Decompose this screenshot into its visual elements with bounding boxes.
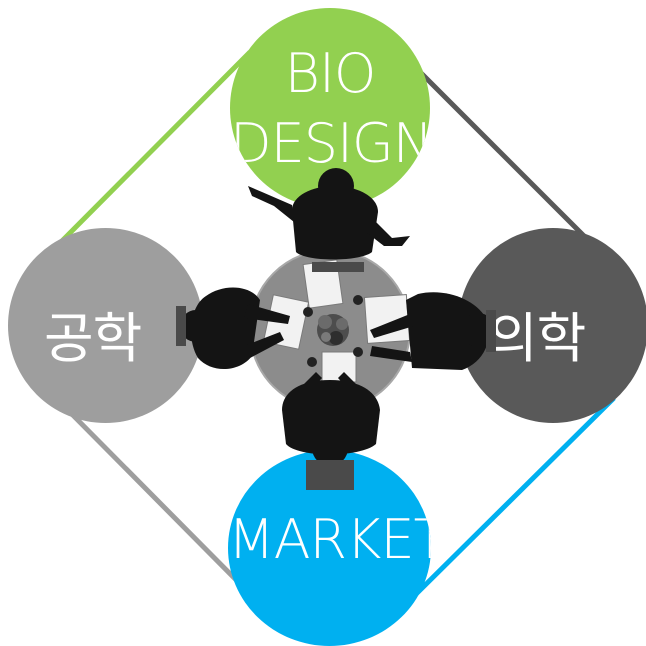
cup-icon [303, 307, 313, 317]
node-medicine-label: 의학 [488, 307, 586, 370]
node-bio-design: BIO DESIGN [230, 8, 430, 208]
node-bio-design-line1: BIO [284, 42, 377, 105]
person-left-silhouette [176, 287, 290, 370]
cup-icon [353, 295, 363, 305]
edge-bottom-left [46, 388, 264, 608]
node-engineering-label: 공학 [44, 307, 142, 370]
person-top-silhouette [248, 168, 410, 272]
edge-bottom-right [402, 396, 616, 608]
cup-icon [307, 357, 317, 367]
cup-icon [353, 347, 363, 357]
node-bio-design-line2: DESIGN [230, 112, 430, 175]
person-bottom-silhouette [282, 372, 380, 490]
plant-icon [317, 314, 349, 346]
person-right-silhouette [370, 292, 496, 370]
node-engineering: 공학 [8, 228, 203, 423]
edge-top-left [46, 50, 252, 257]
node-market-label: MARKET [228, 508, 431, 571]
